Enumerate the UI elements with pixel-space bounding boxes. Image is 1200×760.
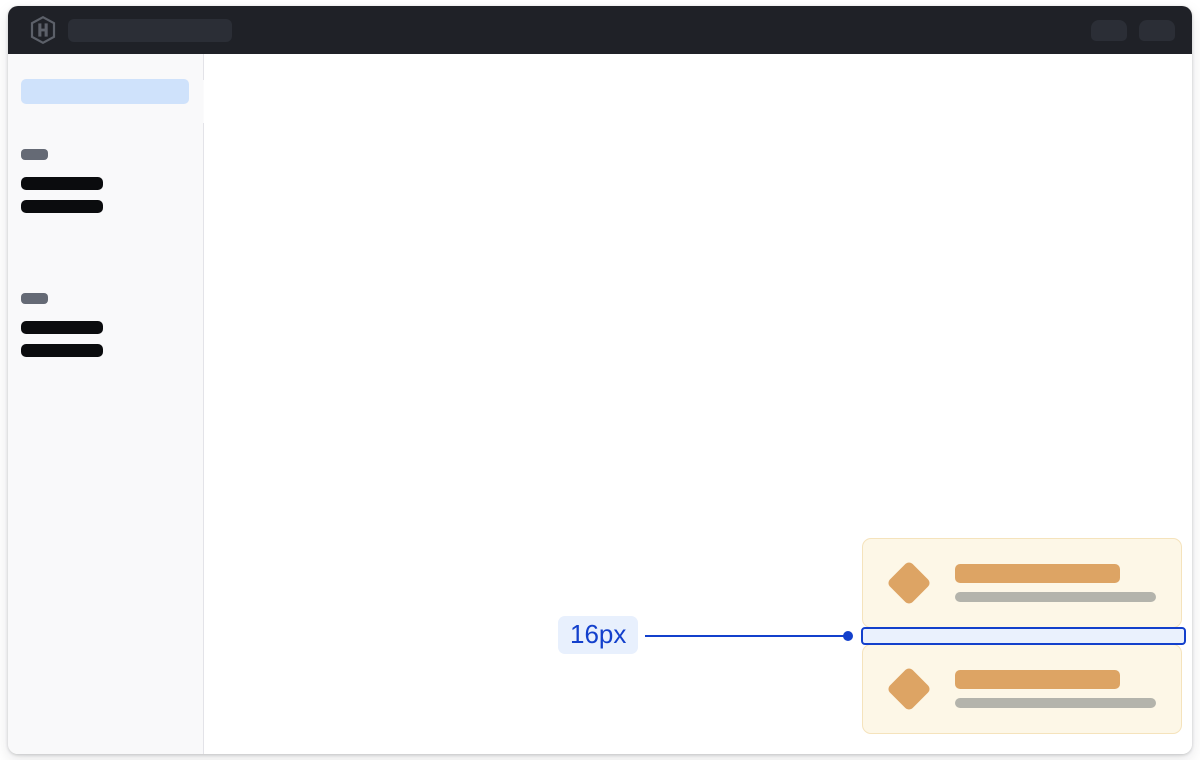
spec-card-2-subtitle bbox=[955, 698, 1156, 708]
sidebar-item-2-1[interactable] bbox=[21, 321, 103, 334]
topbar-action-placeholder-2[interactable] bbox=[1139, 19, 1175, 41]
diamond-icon bbox=[886, 560, 932, 606]
topbar-action-placeholder-1[interactable] bbox=[1091, 19, 1127, 41]
spacing-measurement-label: 16px bbox=[558, 616, 639, 654]
spacing-measurement-dot bbox=[843, 631, 853, 641]
global-search-input[interactable] bbox=[68, 18, 232, 42]
body-split: 16px bbox=[8, 54, 1192, 754]
card-stack bbox=[862, 538, 1182, 734]
topbar bbox=[8, 6, 1192, 54]
spec-card-1-text bbox=[955, 564, 1181, 602]
sidebar-group-label-1 bbox=[21, 149, 48, 160]
hexagon-h-logo-icon[interactable] bbox=[30, 16, 56, 44]
sidebar bbox=[8, 54, 204, 754]
sidebar-item-1-1[interactable] bbox=[21, 177, 103, 190]
spec-card-2-title bbox=[955, 670, 1120, 689]
spec-card-1[interactable] bbox=[862, 538, 1182, 628]
sidebar-item-2-2[interactable] bbox=[21, 344, 103, 357]
sidebar-active-item[interactable] bbox=[21, 79, 189, 104]
diamond-icon bbox=[886, 666, 932, 712]
sidebar-group-2 bbox=[21, 293, 103, 357]
sidebar-group-label-2 bbox=[21, 293, 48, 304]
spec-card-2[interactable] bbox=[862, 644, 1182, 734]
main-canvas: 16px bbox=[204, 54, 1192, 754]
spacing-measurement-leader-line bbox=[645, 635, 848, 637]
sidebar-group-1 bbox=[21, 149, 103, 213]
spec-card-1-title bbox=[955, 564, 1120, 583]
spec-card-1-subtitle bbox=[955, 592, 1156, 602]
topbar-actions bbox=[1091, 19, 1175, 41]
spacing-measurement-band bbox=[861, 627, 1186, 645]
sidebar-item-1-2[interactable] bbox=[21, 200, 103, 213]
app-window: 16px bbox=[8, 6, 1192, 754]
spec-card-2-text bbox=[955, 670, 1181, 708]
